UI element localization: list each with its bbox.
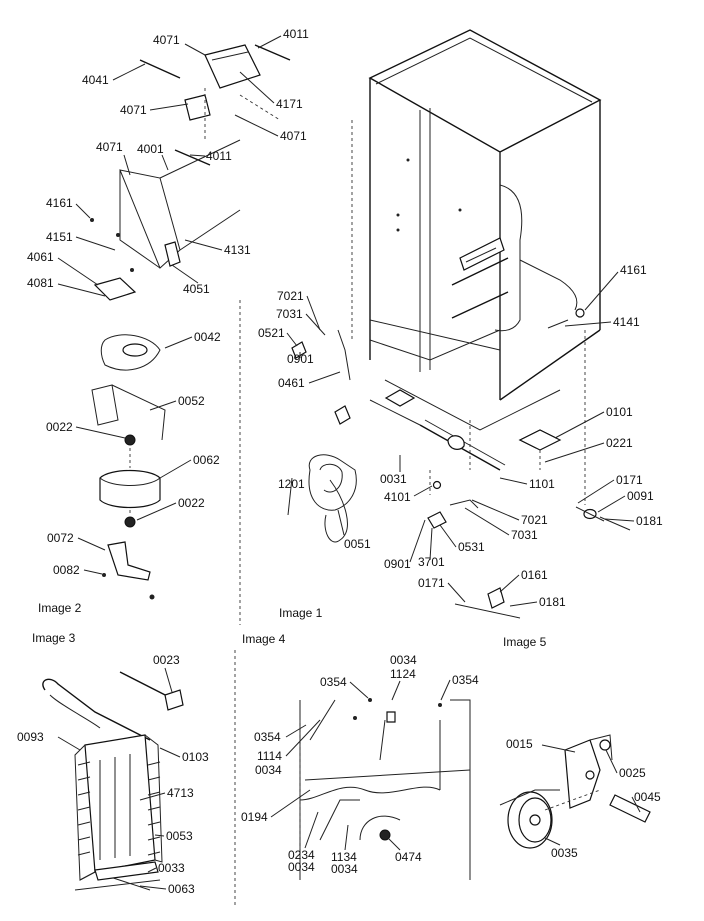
part-label: 0161 <box>521 568 548 582</box>
part-label: 4061 <box>27 250 54 264</box>
part-label: 0033 <box>158 861 185 875</box>
caption-image3: Image 3 <box>32 631 76 645</box>
part-label: 7031 <box>511 528 538 542</box>
part-label: 4041 <box>82 73 109 87</box>
part-label: 0022 <box>46 420 73 434</box>
part-label: 0052 <box>178 394 205 408</box>
part-label: 4051 <box>183 282 210 296</box>
part-label: 0025 <box>619 766 646 780</box>
part-label: 7021 <box>521 513 548 527</box>
part-label: 4071 <box>153 33 180 47</box>
part-label: 0072 <box>47 531 74 545</box>
caption-image4: Image 4 <box>242 632 286 646</box>
part-label: 0171 <box>418 576 445 590</box>
part-label: 0354 <box>452 673 479 687</box>
part-label: 0234 <box>288 848 315 862</box>
part-label: 4161 <box>620 263 647 277</box>
part-label: 0034 <box>288 860 315 874</box>
part-label: 0354 <box>320 675 347 689</box>
part-label: 0042 <box>194 330 221 344</box>
part-label: 0181 <box>539 595 566 609</box>
part-label: 4161 <box>46 196 73 210</box>
part-label: 0194 <box>241 810 268 824</box>
part-label: 4071 <box>280 129 307 143</box>
image2-fan-motor-drawing <box>91 334 166 600</box>
caption-image2: Image 2 <box>38 601 82 615</box>
part-label: 4071 <box>96 140 123 154</box>
part-label: 0901 <box>384 557 411 571</box>
part-label: 0181 <box>636 514 663 528</box>
part-label: 7031 <box>276 307 303 321</box>
part-label: 0031 <box>380 472 407 486</box>
part-label: 0053 <box>166 829 193 843</box>
part-label: 0354 <box>254 730 281 744</box>
part-label: 4001 <box>137 142 164 156</box>
part-label: 1114 <box>257 749 282 763</box>
part-label: 0091 <box>627 489 654 503</box>
part-label: 0082 <box>53 563 80 577</box>
part-label: 4141 <box>613 315 640 329</box>
part-label: 0062 <box>193 453 220 467</box>
part-label: 1134 <box>331 850 357 864</box>
part-label: 4011 <box>206 149 232 163</box>
evaporator-coil-fins <box>77 754 161 860</box>
part-label: 0521 <box>258 326 285 340</box>
part-label: 0103 <box>182 750 209 764</box>
part-label: 4011 <box>283 27 309 41</box>
part-label: 0474 <box>395 850 422 864</box>
image3-evaporator-drawing <box>42 671 184 891</box>
part-label: 0023 <box>153 653 180 667</box>
part-label: 0035 <box>551 846 578 860</box>
image5-roller-drawing <box>499 734 651 849</box>
part-label: 3701 <box>418 555 445 569</box>
part-label: 0171 <box>616 473 643 487</box>
part-label: 4071 <box>120 103 147 117</box>
part-label: 0901 <box>287 352 314 366</box>
part-label: 0221 <box>606 436 633 450</box>
leader-lines <box>57 35 641 890</box>
part-label: 0101 <box>606 405 633 419</box>
part-label: 0051 <box>344 537 371 551</box>
part-label: 0034 <box>255 763 282 777</box>
part-label: 0093 <box>17 730 44 744</box>
part-label: 0022 <box>178 496 205 510</box>
part-label: 4151 <box>46 230 73 244</box>
top-left-fan-bracket-drawing <box>90 44 291 301</box>
part-label: 4131 <box>224 243 251 257</box>
part-label: 1101 <box>529 477 555 491</box>
image4-wiring-drawing <box>299 698 471 880</box>
part-label: 0045 <box>634 790 661 804</box>
part-label: 0531 <box>458 540 485 554</box>
part-label: 4081 <box>27 276 54 290</box>
image1-cabinet-drawing <box>291 29 631 619</box>
part-label: 0015 <box>506 737 533 751</box>
part-label: 4101 <box>384 490 411 504</box>
part-label: 1124 <box>390 667 416 681</box>
part-label: 0034 <box>390 653 417 667</box>
part-label: 0461 <box>278 376 305 390</box>
part-label: 4171 <box>276 97 303 111</box>
part-label: 7021 <box>277 289 304 303</box>
part-label: 4713 <box>167 786 194 800</box>
caption-image5: Image 5 <box>503 635 547 649</box>
caption-image1: Image 1 <box>279 606 323 620</box>
part-label: 0063 <box>168 882 195 896</box>
part-label: 0034 <box>331 862 358 876</box>
